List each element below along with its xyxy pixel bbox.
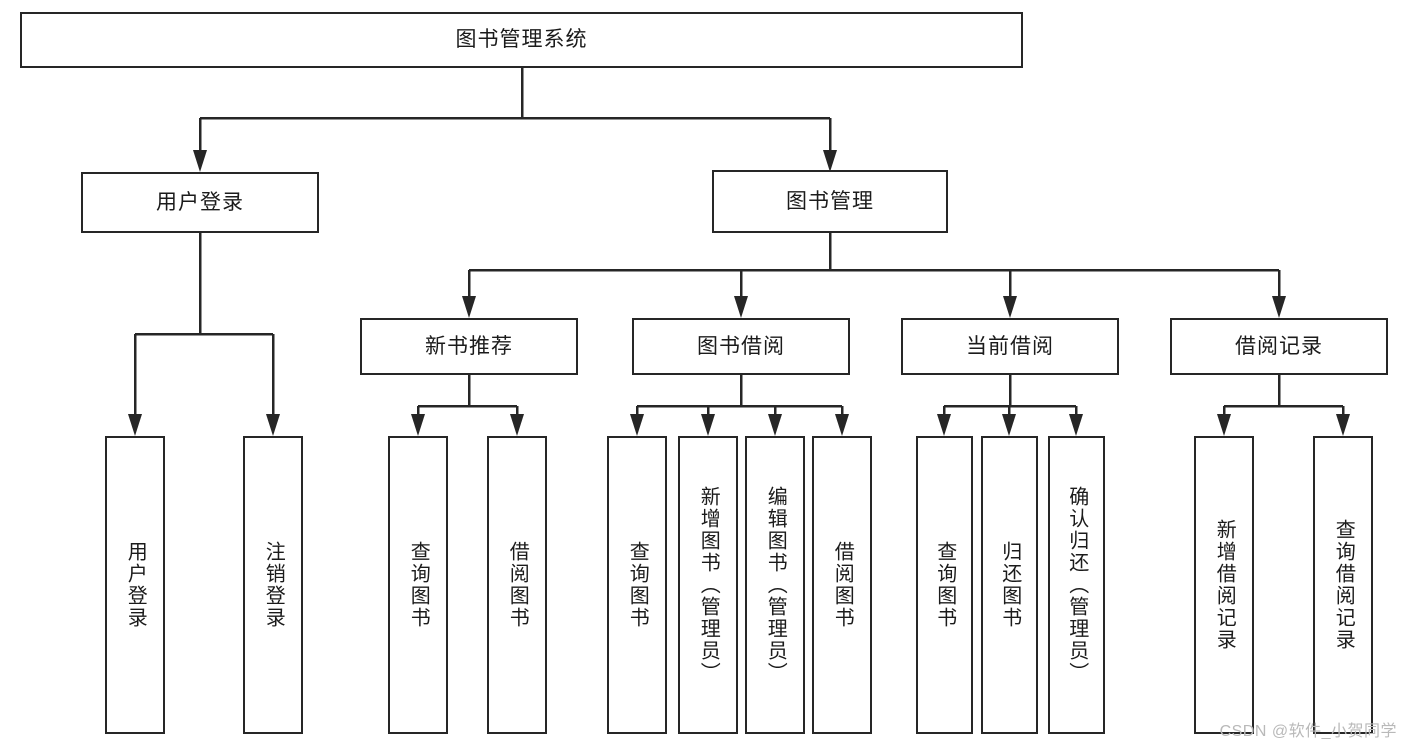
node-leaf-edit-book-admin[interactable]: 编辑图书（管理员） <box>745 436 805 734</box>
node-label: 借阅图书 <box>831 541 854 629</box>
node-leaf-confirm-return-admin[interactable]: 确认归还（管理员） <box>1048 436 1105 734</box>
node-current-borrow[interactable]: 当前借阅 <box>901 318 1119 375</box>
node-label: 确认归还（管理员） <box>1065 486 1088 684</box>
node-leaf-query-book-recommend[interactable]: 查询图书 <box>388 436 448 734</box>
node-leaf-logout[interactable]: 注销登录 <box>243 436 303 734</box>
node-label: 图书管理系统 <box>455 28 588 52</box>
node-leaf-return-book[interactable]: 归还图书 <box>981 436 1038 734</box>
node-label: 借阅记录 <box>1235 334 1323 358</box>
node-label: 图书借阅 <box>697 334 785 358</box>
node-label: 注销登录 <box>262 541 285 629</box>
node-label: 查询图书 <box>933 541 956 629</box>
node-leaf-borrow-book-recommend[interactable]: 借阅图书 <box>487 436 547 734</box>
node-label: 编辑图书（管理员） <box>764 486 787 684</box>
node-label: 新增借阅记录 <box>1213 519 1236 651</box>
node-label: 查询图书 <box>626 541 649 629</box>
node-leaf-query-borrow-record[interactable]: 查询借阅记录 <box>1313 436 1373 734</box>
node-label: 新书推荐 <box>425 334 513 358</box>
node-leaf-query-book-current[interactable]: 查询图书 <box>916 436 973 734</box>
node-label: 当前借阅 <box>966 334 1054 358</box>
node-label: 用户登录 <box>156 190 244 214</box>
node-leaf-add-borrow-record[interactable]: 新增借阅记录 <box>1194 436 1254 734</box>
node-leaf-add-book-admin[interactable]: 新增图书（管理员） <box>678 436 738 734</box>
node-label: 借阅图书 <box>506 541 529 629</box>
node-leaf-borrow-book[interactable]: 借阅图书 <box>812 436 872 734</box>
node-borrow-record[interactable]: 借阅记录 <box>1170 318 1388 375</box>
node-new-book-recommend[interactable]: 新书推荐 <box>360 318 578 375</box>
node-book-borrow[interactable]: 图书借阅 <box>632 318 850 375</box>
node-root[interactable]: 图书管理系统 <box>20 12 1023 68</box>
node-label: 新增图书（管理员） <box>697 486 720 684</box>
node-label: 图书管理 <box>786 189 874 213</box>
watermark-text: CSDN @软件_小贺同学 <box>1219 723 1397 740</box>
node-label: 查询图书 <box>407 541 430 629</box>
node-user-login[interactable]: 用户登录 <box>81 172 319 233</box>
node-label: 查询借阅记录 <box>1332 519 1355 651</box>
node-leaf-query-book-borrow[interactable]: 查询图书 <box>607 436 667 734</box>
node-label: 归还图书 <box>998 541 1021 629</box>
node-leaf-user-login[interactable]: 用户登录 <box>105 436 165 734</box>
node-book-management[interactable]: 图书管理 <box>712 170 948 233</box>
node-label: 用户登录 <box>124 541 147 629</box>
